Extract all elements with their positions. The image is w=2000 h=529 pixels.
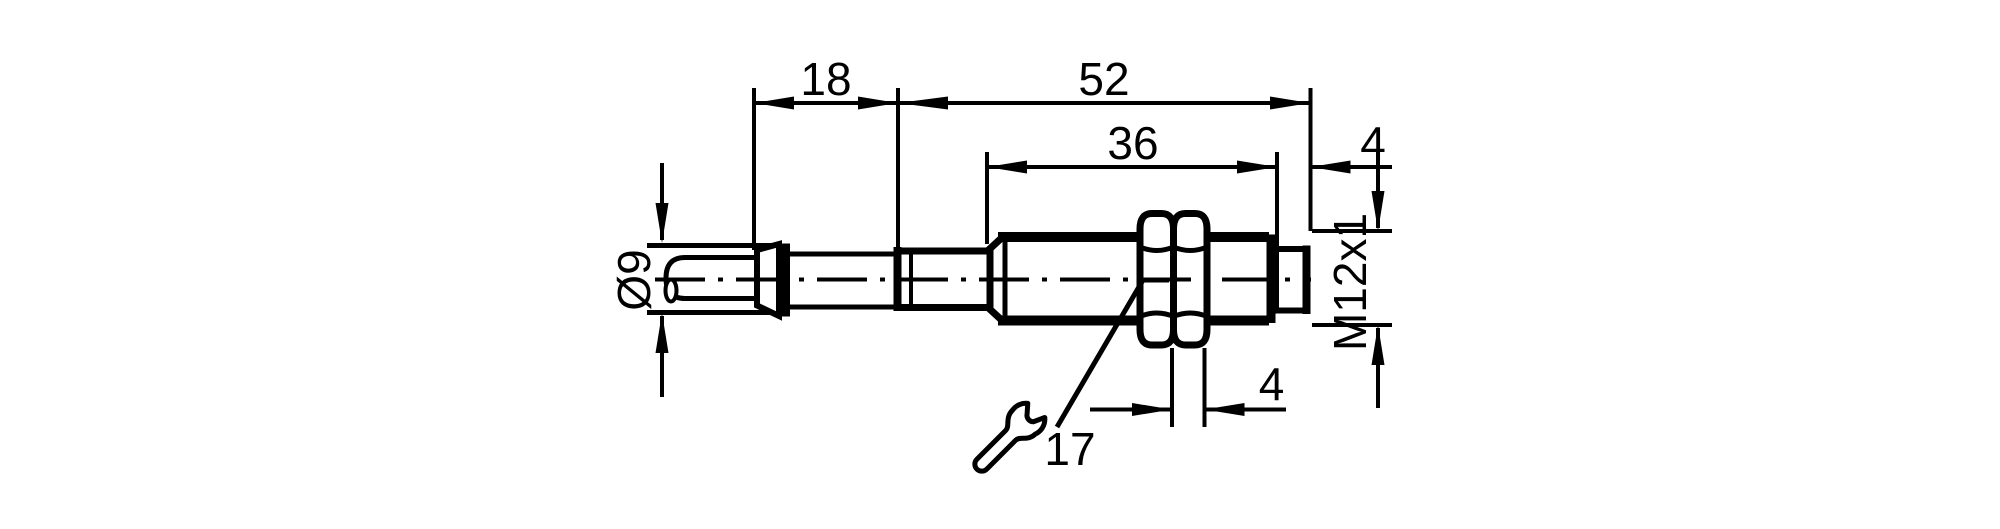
arrowhead: [898, 96, 948, 110]
arrowhead: [858, 96, 898, 110]
hex-facet-line: [1172, 310, 1208, 319]
dim-thread-length: 36: [985, 117, 1279, 311]
arrowhead: [754, 96, 794, 110]
hex-facet-line: [1139, 244, 1175, 253]
dim-label: 4: [1360, 117, 1386, 169]
dim-label: M12x1: [1324, 213, 1376, 351]
dim-housing-length: 52: [898, 53, 1313, 231]
wrench-icon: [972, 400, 1048, 474]
dim-cable-diameter: Ø9: [608, 163, 669, 397]
arrowhead: [1270, 96, 1310, 110]
dim-label: 18: [800, 53, 851, 105]
arrowhead: [987, 160, 1027, 174]
wrench-size-label: 17: [1044, 423, 1095, 475]
dim-label: 52: [1078, 53, 1129, 105]
arrowhead: [655, 203, 669, 243]
dim-nut-thickness: 4: [1090, 348, 1286, 427]
hex-facet-line: [1172, 244, 1208, 253]
arrowhead: [1132, 403, 1172, 416]
dim-tip-length: 4: [1310, 117, 1392, 174]
dim-thread-size: M12x1: [1312, 150, 1392, 408]
dim-label: 36: [1107, 117, 1158, 169]
leader-line: [1054, 277, 1169, 429]
arrowhead: [655, 313, 669, 353]
arrowhead: [1237, 160, 1277, 174]
dim-label: 4: [1259, 358, 1285, 410]
cable-end-face: [663, 277, 679, 304]
arrowhead: [1371, 191, 1385, 231]
arrowhead: [1310, 160, 1351, 174]
hex-facet-line: [1139, 310, 1175, 319]
wrench-callout: 17: [972, 277, 1169, 475]
dim-label: Ø9: [608, 249, 660, 310]
dim-rear-length: 18: [752, 53, 900, 250]
arrowhead: [1204, 403, 1245, 416]
arrowhead: [1371, 325, 1385, 365]
